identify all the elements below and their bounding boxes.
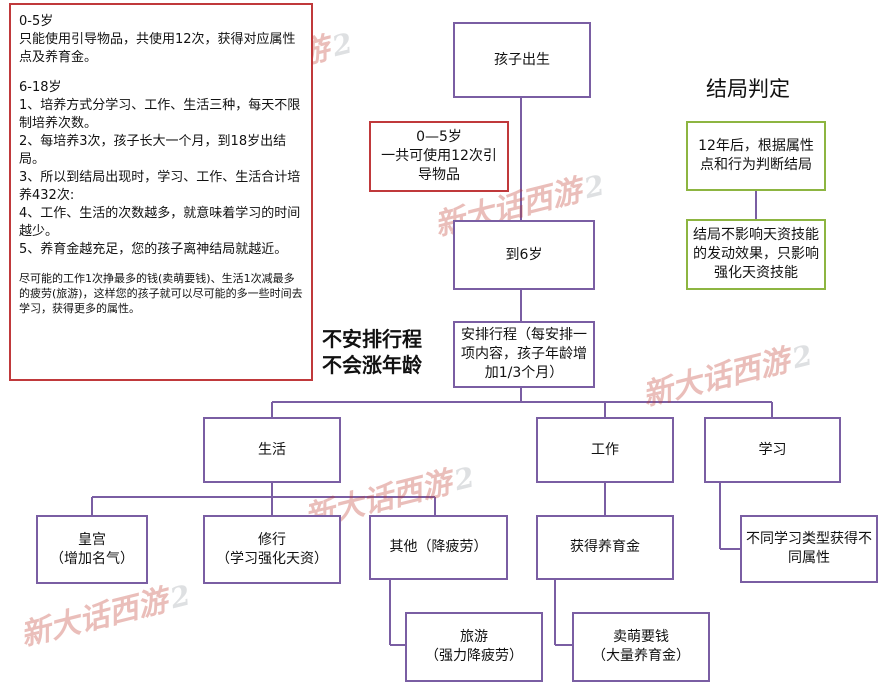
notes-item: 2、每培养3次，孩子长大一个月，到18岁出结局。 — [19, 134, 287, 167]
node-life: 生活 — [203, 417, 341, 483]
node-earn-money: 获得养育金 — [536, 515, 674, 580]
notes-item: 4、工作、生活的次数越多，就意味着学习的时间越少。 — [19, 206, 301, 239]
node-sell-cute: 卖萌要钱 （大量养育金） — [572, 612, 710, 682]
node-ending-judge: 12年后，根据属性点和行为判断结局 — [686, 121, 826, 191]
notes-item: 1、培养方式分学习、工作、生活三种，每天不限制培养次数。 — [19, 98, 301, 131]
node-palace: 皇宫 （增加名气） — [36, 515, 148, 584]
node-child-birth: 孩子出生 — [453, 22, 591, 98]
no-schedule-label: 不安排行程 不会涨年龄 — [322, 327, 422, 377]
node-ending-effect: 结局不影响天资技能的发动效果，只影响强化天资技能 — [686, 219, 826, 290]
node-study-types: 不同学习类型获得不同属性 — [740, 515, 878, 583]
notes-age-0-5-text: 只能使用引导物品，共使用12次，获得对应属性点及养育金。 — [19, 32, 296, 65]
node-study: 学习 — [704, 417, 841, 483]
notes-tip: 尽可能的工作1次挣最多的钱(卖萌要钱)、生活1次减最多的疲劳(旅游)，这样您的孩… — [19, 272, 303, 315]
notes-age-6-18-title: 6-18岁 — [19, 80, 62, 95]
notes-age-0-5-title: 0-5岁 — [19, 14, 54, 29]
node-practice: 修行 （学习强化天资） — [203, 515, 341, 584]
node-to-age-6: 到6岁 — [453, 220, 595, 290]
node-work: 工作 — [536, 417, 674, 483]
node-age-0-5: 0—5岁 一共可使用12次引导物品 — [369, 121, 509, 192]
node-travel: 旅游 （强力降疲劳） — [405, 612, 543, 682]
notes-item: 3、所以到结局出现时，学习、工作、生活合计培养432次: — [19, 170, 301, 203]
notes-item: 5、养育金越充足，您的孩子离神结局就越近。 — [19, 242, 288, 257]
rules-notes-panel: 0-5岁 只能使用引导物品，共使用12次，获得对应属性点及养育金。 6-18岁 … — [9, 3, 313, 381]
node-schedule: 安排行程（每安排一项内容，孩子年龄增加1/3个月） — [453, 321, 595, 388]
node-other: 其他（降疲劳） — [369, 515, 508, 580]
ending-title: 结局判定 — [706, 77, 790, 101]
